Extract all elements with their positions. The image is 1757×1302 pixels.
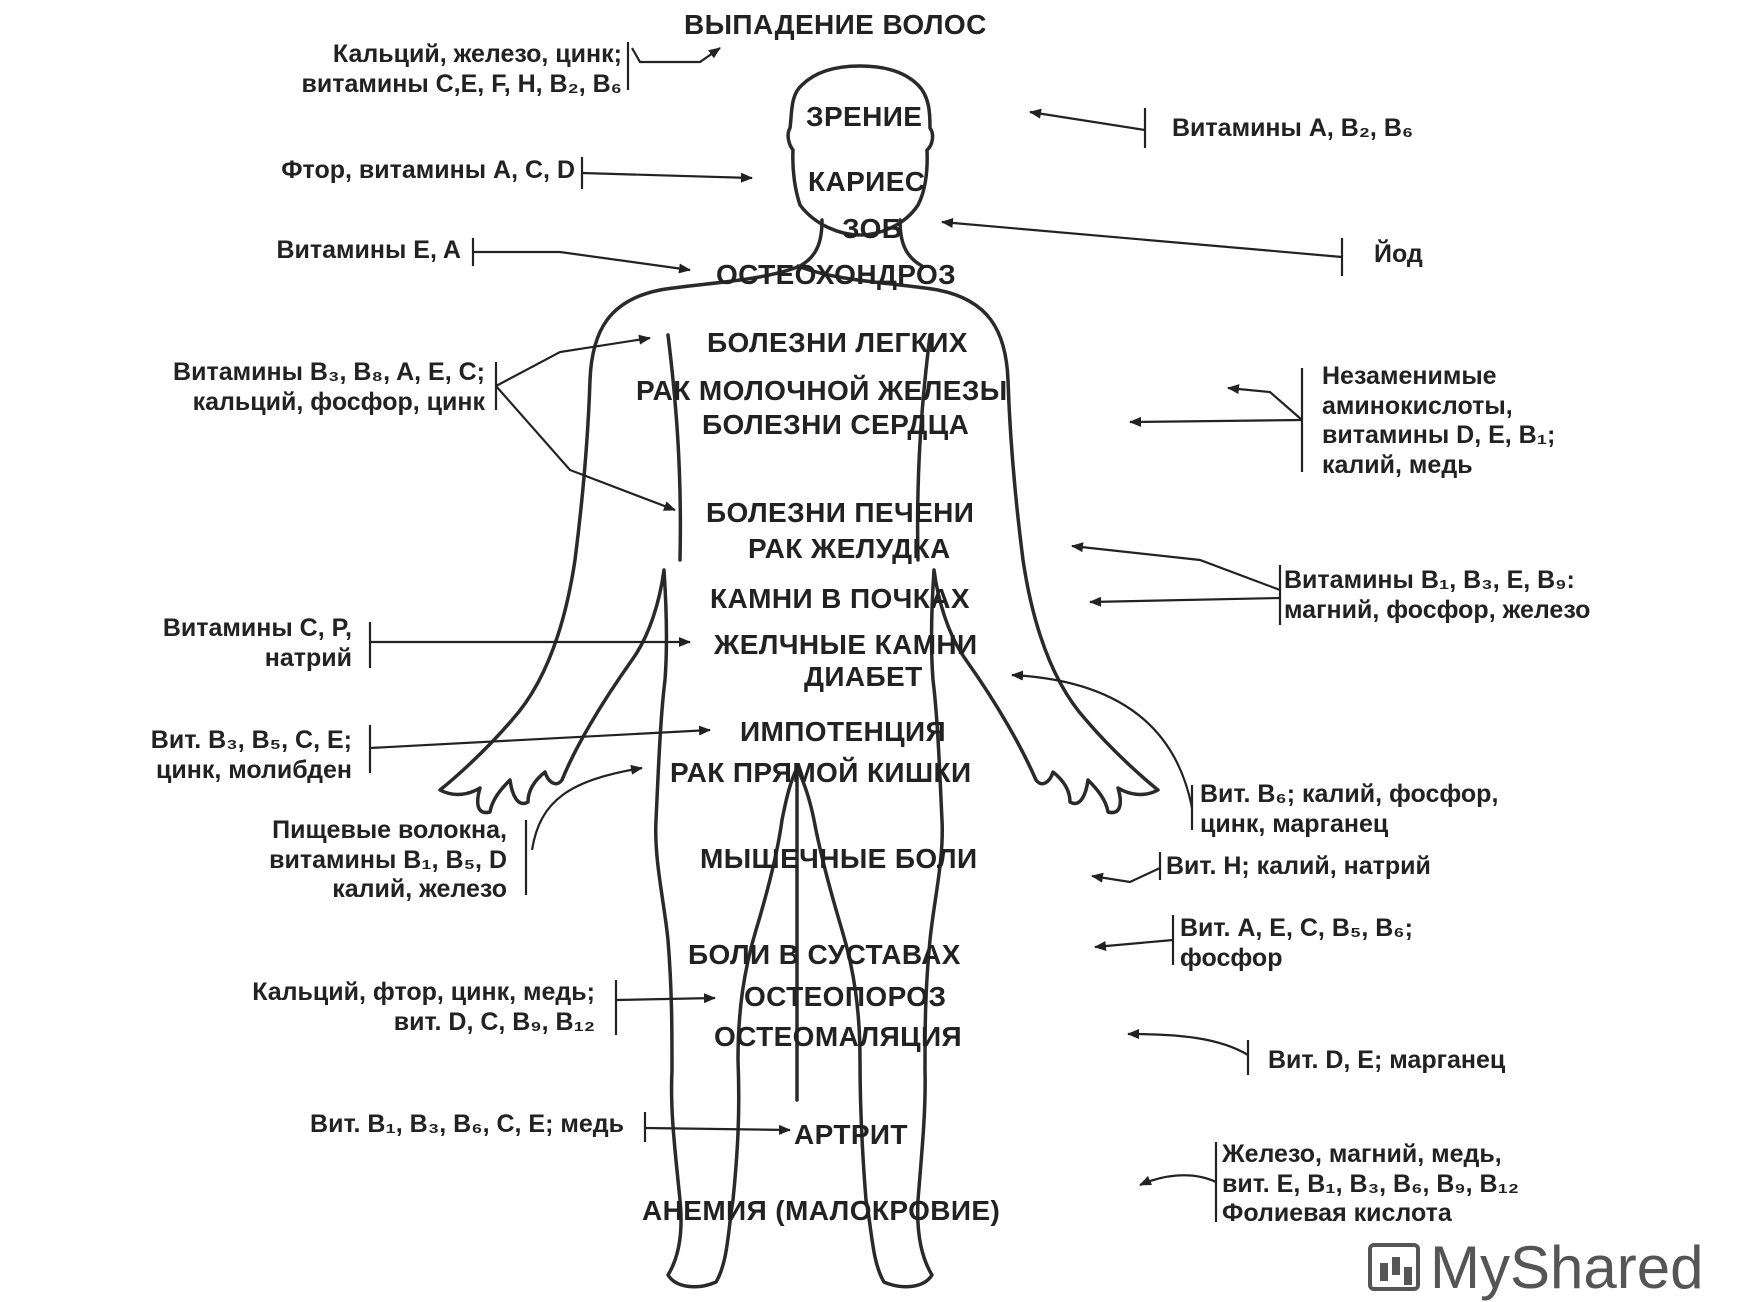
condition-rectal-cancer: РАК ПРЯМОЙ КИШКИ: [670, 756, 972, 789]
osteomalacia-connector: [1128, 1034, 1248, 1055]
condition-osteoporosis: ОСТЕОПОРОЗ: [744, 980, 946, 1013]
chart-logo-icon: [1368, 1243, 1420, 1291]
condition-caries: КАРИЕС: [808, 165, 925, 198]
nutrients-caries: Фтор, витамины A, C, D: [281, 156, 575, 186]
left-arm-inner: [668, 335, 680, 560]
condition-vision: ЗРЕНИЕ: [806, 100, 922, 133]
breast-connector: [1228, 388, 1302, 420]
nutrients-osteochondrosis: Витамины E, A: [276, 236, 461, 266]
nutrients-diabetes: Вит. B₆; калий, фосфор,цинк, марганец: [1200, 780, 1498, 839]
nutrients-impotence: Вит. B₃, B₅, C, E;цинк, молибден: [151, 726, 352, 785]
condition-muscle-pain: МЫШЕЧНЫЕ БОЛИ: [700, 842, 978, 875]
arthritis-connector: [645, 1128, 790, 1130]
head-outline: [788, 66, 932, 235]
kidney-connector: [1090, 598, 1280, 602]
watermark: MyShared: [1368, 1232, 1703, 1302]
anemia-connector: [1140, 1175, 1216, 1185]
nutrients-vision: Витамины A, B₂, B₆: [1172, 114, 1413, 144]
condition-osteochondrosis: ОСТЕОХОНДРОЗ: [716, 258, 956, 291]
osteochondrosis-connector: [473, 252, 690, 270]
hair-connector: [632, 48, 720, 62]
nutrients-stomach-kidney: Витамины B₁, B₃, E, B₉:магний, фосфор, ж…: [1284, 566, 1590, 625]
lungs-connector: [496, 338, 650, 386]
diabetes-connector: [1012, 675, 1192, 808]
nutrients-muscle: Вит. H; калий, натрий: [1166, 852, 1431, 882]
nutrients-osteomalacia: Вит. D, E; марганец: [1268, 1046, 1505, 1076]
nutrients-gallstones: Витамины C, P,натрий: [163, 614, 352, 673]
condition-arthritis: АРТРИТ: [794, 1118, 908, 1151]
condition-joint-pain: БОЛИ В СУСТАВАХ: [688, 938, 961, 971]
stomach-connector: [1072, 546, 1280, 590]
condition-osteomalacia: ОСТЕОМАЛЯЦИЯ: [714, 1020, 962, 1053]
nutrients-goiter: Йод: [1374, 240, 1423, 270]
condition-breast-cancer: РАК МОЛОЧНОЙ ЖЕЛЕЗЫ: [636, 374, 1008, 407]
condition-lung-disease: БОЛЕЗНИ ЛЕГКИХ: [707, 326, 968, 359]
condition-diabetes: ДИАБЕТ: [804, 660, 923, 693]
nutrients-arthritis: Вит. B₁, B₃, B₆, C, E; медь: [310, 1110, 624, 1140]
vision-connector: [1030, 112, 1145, 130]
condition-kidney-stones: КАМНИ В ПОЧКАХ: [710, 582, 970, 615]
condition-stomach-cancer: РАК ЖЕЛУДКА: [748, 532, 951, 565]
human-silhouette: [440, 66, 1158, 1287]
nutrients-osteoporosis: Кальций, фтор, цинк, медь;вит. D, C, B₉,…: [252, 978, 595, 1037]
nutrients-anemia: Железо, магний, медь,вит. E, B₁, B₃, B₆,…: [1222, 1140, 1519, 1229]
watermark-text: MyShared: [1430, 1233, 1703, 1302]
nutrients-joints: Вит. A, E, C, B₅, B₆;фосфор: [1180, 914, 1413, 973]
osteoporosis-connector: [616, 998, 715, 1000]
joints-connector: [1095, 940, 1173, 947]
nutrients-lungs-liver: Витамины B₃, B₈, A, E, C;кальций, фосфор…: [173, 358, 485, 417]
condition-liver-disease: БОЛЕЗНИ ПЕЧЕНИ: [706, 496, 974, 529]
condition-impotence: ИМПОТЕНЦИЯ: [740, 715, 946, 748]
condition-gallstones: ЖЕЛЧНЫЕ КАМНИ: [714, 628, 978, 661]
heart-connector: [1130, 420, 1302, 422]
condition-heart-disease: БОЛЕЗНИ СЕРДЦА: [702, 408, 969, 441]
nutrients-hair: Кальций, железо, цинк;витамины C,E, F, H…: [301, 40, 622, 99]
condition-hair-loss: ВЫПАДЕНИЕ ВОЛОС: [684, 8, 987, 41]
condition-goiter: ЗОБ: [842, 212, 902, 245]
muscle-connector: [1092, 868, 1160, 882]
condition-anemia: АНЕМИЯ (МАЛОКРОВИЕ): [642, 1194, 1000, 1227]
goiter-connector: [942, 222, 1342, 257]
caries-connector: [582, 173, 752, 178]
